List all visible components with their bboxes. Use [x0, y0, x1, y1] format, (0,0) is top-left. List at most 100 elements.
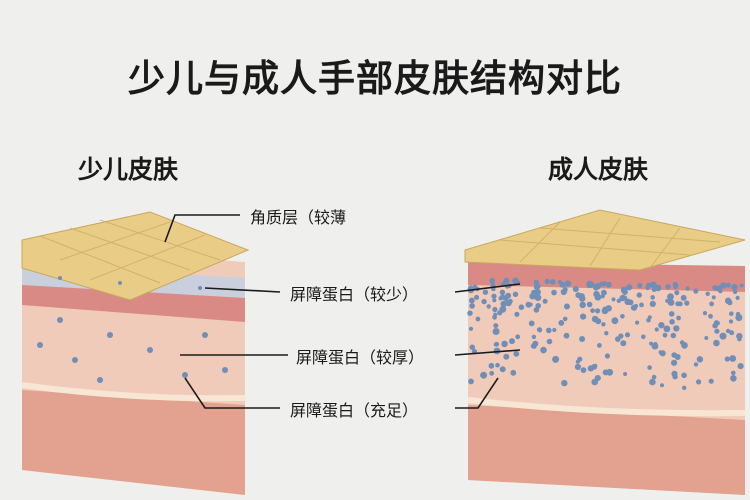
barrier-protein-dot [606, 368, 614, 376]
barrier-protein-dot [667, 293, 674, 301]
barrier-protein-dot [604, 331, 609, 336]
barrier-protein-dot [558, 320, 565, 326]
barrier-protein-dot [615, 336, 621, 342]
barrier-protein-dot [671, 359, 678, 366]
barrier-protein-dot [728, 319, 734, 324]
page-title: 少儿与成人手部皮肤结构对比 [128, 57, 622, 100]
barrier-protein-dot [474, 294, 480, 300]
barrier-protein-dot [580, 313, 587, 320]
barrier-protein-dot [531, 289, 537, 295]
barrier-protein-dot [650, 295, 655, 300]
barrier-protein-dot [495, 362, 500, 368]
barrier-protein-dot [481, 298, 487, 305]
barrier-protein-dot [719, 332, 727, 340]
barrier-protein-dot [499, 366, 506, 373]
barrier-protein-dot [665, 298, 670, 303]
barrier-protein-dot [693, 288, 699, 294]
barrier-protein-dot [645, 285, 650, 291]
barrier-protein-dot [493, 323, 499, 329]
barrier-protein-dot [605, 305, 612, 312]
barrier-protein-dot [509, 338, 515, 345]
child-barrier-dots [37, 276, 228, 383]
barrier-protein-dot [729, 355, 737, 362]
barrier-protein-dot [468, 378, 474, 385]
barrier-protein-dot [651, 342, 659, 350]
barrier-protein-dot [668, 311, 675, 317]
barrier-protein-dot [729, 311, 734, 317]
barrier-protein-dot [586, 280, 594, 288]
barrier-protein-dot [732, 289, 738, 295]
barrier-protein-dot [564, 303, 570, 310]
barrier-protein-dot [493, 312, 498, 317]
barrier-protein-dot [532, 340, 539, 347]
barrier-protein-dot [503, 353, 510, 360]
barrier-protein-dot [559, 281, 566, 288]
adult-skin-block [464, 209, 746, 495]
barrier-protein-dot [725, 282, 731, 288]
barrier-protein-dot [676, 315, 681, 321]
barrier-protein-dot [725, 328, 731, 334]
barrier-protein-dot [562, 287, 568, 293]
barrier-protein-dot [492, 306, 498, 313]
barrier-protein-dot [491, 293, 497, 299]
barrier-protein-dot [593, 285, 599, 291]
barrier-protein-dot [537, 328, 542, 333]
barrier-protein-dot [597, 343, 602, 348]
barrier-protein-dot [551, 289, 557, 296]
label-barrier-thicker: 屏障蛋白（较厚） [296, 348, 425, 367]
barrier-protein-dot [660, 383, 664, 388]
barrier-protein-dot [593, 363, 598, 369]
barrier-protein-dot [616, 298, 621, 303]
barrier-protein-dot [579, 301, 586, 309]
barrier-protein-dot [735, 295, 740, 300]
barrier-protein-dot [620, 340, 627, 347]
barrier-protein-dot [580, 367, 587, 373]
barrier-protein-dot [482, 289, 489, 295]
barrier-protein-dot [528, 302, 533, 307]
barrier-protein-dot [704, 336, 709, 340]
label-stratum-corneum: 角质层（较薄 [250, 208, 347, 227]
barrier-protein-dot [662, 332, 668, 338]
barrier-protein-dot [564, 280, 572, 288]
barrier-protein-dot [500, 294, 506, 300]
barrier-protein-dot [735, 314, 743, 322]
barrier-protein-dot [546, 327, 552, 334]
barrier-protein-dot [468, 326, 474, 331]
barrier-protein-dot [633, 303, 639, 309]
barrier-protein-dot [490, 279, 495, 285]
barrier-protein-dot [681, 372, 687, 379]
barrier-protein-dot [590, 308, 595, 313]
barrier-protein-dot [600, 294, 605, 299]
barrier-protein-dot [713, 339, 720, 347]
barrier-protein-dot [724, 356, 730, 362]
child-skin-heading: 少儿皮肤 [78, 155, 179, 184]
barrier-protein-dot [674, 354, 681, 360]
barrier-protein-dot [636, 292, 642, 298]
barrier-protein-dot [682, 385, 687, 390]
barrier-protein-dot [492, 298, 497, 303]
barrier-protein-dot [622, 295, 628, 300]
barrier-protein-dot [572, 286, 579, 293]
barrier-protein-dot [486, 304, 491, 309]
barrier-protein-dot [693, 362, 699, 367]
barrier-protein-dot [671, 370, 678, 377]
barrier-protein-dot [649, 378, 656, 386]
barrier-protein-dot [535, 303, 541, 309]
barrier-protein-dot [624, 298, 631, 306]
barrier-protein-dot [518, 304, 525, 311]
child-skin-block [21, 211, 250, 495]
barrier-protein-dot [651, 374, 657, 380]
barrier-protein-dot [731, 370, 736, 376]
barrier-protein-dot [663, 325, 671, 333]
barrier-protein-dot [637, 282, 643, 289]
barrier-protein-dot [611, 317, 619, 325]
barrier-protein-dot [579, 336, 586, 342]
barrier-protein-dot [561, 379, 568, 387]
barrier-protein-dot [702, 311, 708, 316]
barrier-protein-dot [650, 281, 657, 289]
barrier-protein-dot [594, 293, 602, 301]
barrier-protein-dot [599, 281, 604, 287]
barrier-protein-dot [605, 281, 612, 288]
barrier-protein-dot [531, 334, 537, 340]
barrier-protein-dot [649, 300, 656, 307]
